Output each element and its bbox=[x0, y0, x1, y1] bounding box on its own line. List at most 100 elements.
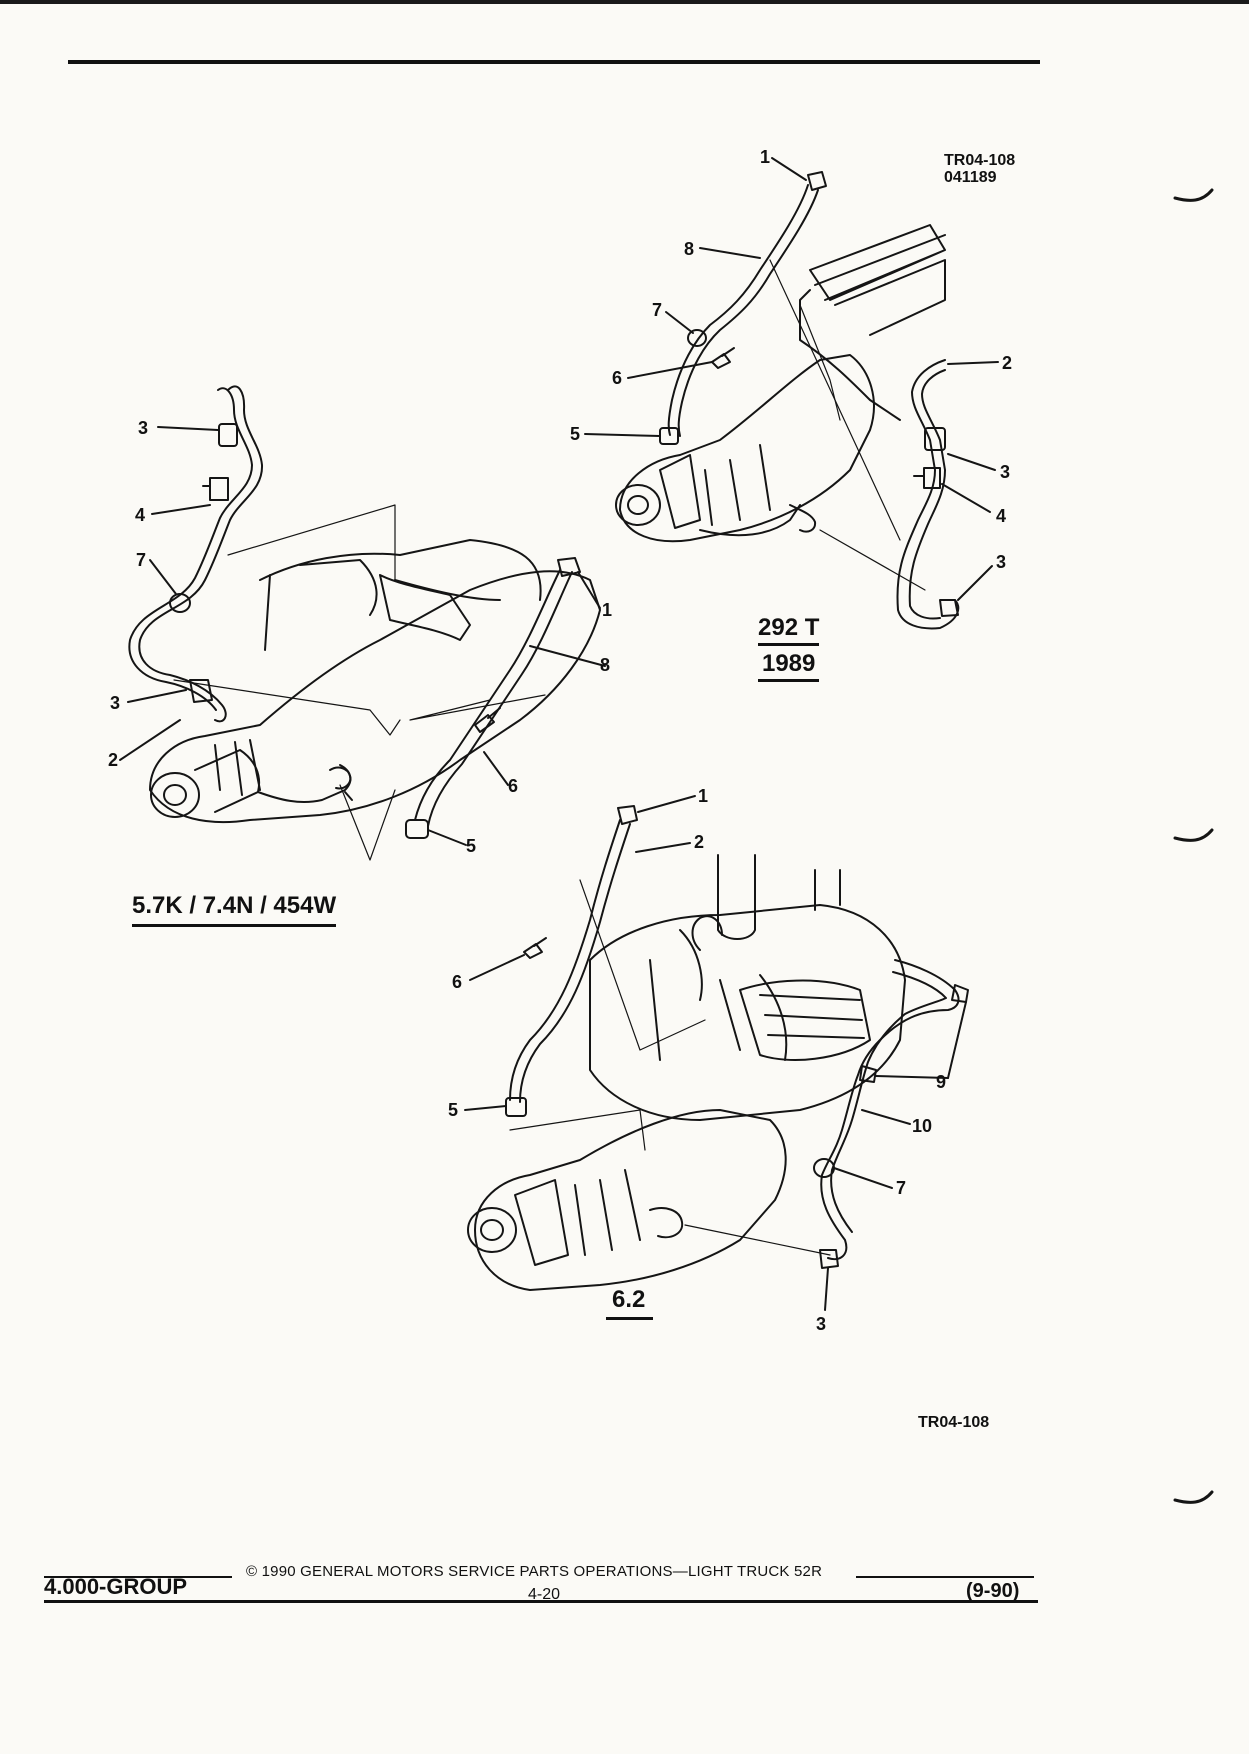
fitting-lower bbox=[329, 766, 352, 790]
cooler-line-right-292-b bbox=[908, 369, 946, 620]
cooler-line-10-62-a bbox=[820, 959, 960, 1260]
cooler-line-left-a bbox=[138, 385, 264, 723]
bolt-6-292 bbox=[711, 347, 735, 369]
callout-292-3b: 3 bbox=[996, 552, 1006, 572]
callout-left-8: 8 bbox=[600, 655, 610, 675]
tail-292 bbox=[615, 484, 661, 526]
callout-left-5: 5 bbox=[466, 836, 476, 856]
model-label-62-text: 6.2 bbox=[612, 1286, 646, 1313]
clip-7 bbox=[169, 593, 191, 613]
intake-pipe bbox=[717, 854, 756, 940]
tail-62 bbox=[467, 1207, 517, 1253]
pan-outline bbox=[257, 764, 352, 803]
callout-62-3: 3 bbox=[816, 1314, 826, 1334]
fitting-3-upper bbox=[218, 423, 238, 447]
diagram-left-art bbox=[119, 385, 606, 861]
valve-cover-292 bbox=[834, 259, 946, 336]
callout-62-1: 1 bbox=[698, 786, 708, 806]
fitting-5-62 bbox=[505, 1097, 527, 1117]
fitting-3-62 bbox=[819, 1249, 839, 1269]
clip-7-62 bbox=[813, 1158, 835, 1178]
trans-ribs-292 bbox=[659, 444, 771, 529]
output-shaft bbox=[163, 784, 187, 806]
valve-cover bbox=[379, 574, 471, 641]
callout-292-8: 8 bbox=[684, 239, 694, 259]
callout-292-2: 2 bbox=[1002, 353, 1012, 373]
callout-292-1: 1 bbox=[760, 147, 770, 167]
footer-group: 4.000-GROUP bbox=[44, 1574, 188, 1599]
bolt-6 bbox=[474, 707, 501, 733]
footer-rule-right bbox=[856, 1576, 1034, 1578]
callout-292-6: 6 bbox=[612, 368, 622, 388]
fitting-1-292 bbox=[807, 171, 827, 191]
fitting-3-292-lower bbox=[939, 599, 959, 617]
drawing-code-date: 041189 bbox=[944, 169, 997, 186]
fitting-trans-62 bbox=[649, 1207, 684, 1239]
footer-page-number: 4-20 bbox=[528, 1586, 561, 1603]
callout-292-3a: 3 bbox=[1000, 462, 1010, 482]
extension-ribs bbox=[194, 739, 261, 813]
cooler-line-2-62-a bbox=[509, 819, 621, 1101]
callout-62-2: 2 bbox=[694, 832, 704, 852]
drawing-code-bottom: TR04-108 bbox=[918, 1414, 990, 1431]
scan-top-edge bbox=[0, 0, 1249, 4]
transmission-body bbox=[149, 570, 601, 824]
header-rule bbox=[68, 60, 1040, 64]
binding-mark bbox=[1173, 1490, 1214, 1504]
fitting-5 bbox=[405, 819, 429, 839]
callout-left-4: 4 bbox=[135, 505, 145, 525]
model-label-underline bbox=[132, 924, 337, 927]
model-label-292t-line1: 292 T bbox=[758, 614, 820, 641]
tail-housing bbox=[150, 772, 200, 818]
footer-date: (9-90) bbox=[966, 1580, 1020, 1602]
engine-side bbox=[799, 289, 901, 421]
engine-62 bbox=[589, 904, 906, 1121]
fitting-3-lower bbox=[189, 679, 213, 703]
diagram-292t-art bbox=[584, 157, 999, 630]
fitting-1 bbox=[557, 557, 581, 577]
callout-left-1: 1 bbox=[602, 600, 612, 620]
fitting-4-292 bbox=[913, 467, 941, 489]
injection-lines bbox=[759, 994, 865, 1039]
cooler-line-8-292-a bbox=[667, 184, 809, 436]
callout-292-5: 5 bbox=[570, 424, 580, 444]
model-label-left-text: 5.7K / 7.4N / 454W bbox=[132, 892, 337, 919]
model-label-292t-line2: 1989 bbox=[761, 650, 816, 677]
fitting-1-62 bbox=[617, 805, 638, 825]
engine-block-top bbox=[809, 224, 946, 301]
fitting-trans-292 bbox=[789, 504, 817, 533]
bolt-6-62 bbox=[523, 937, 547, 959]
cooler-line-left-b bbox=[128, 387, 253, 711]
engine-block bbox=[259, 539, 542, 651]
binding-mark bbox=[1173, 188, 1214, 202]
clip-9-lower bbox=[859, 1065, 877, 1083]
callout-left-3a: 3 bbox=[138, 418, 148, 438]
cooler-line-8-b bbox=[427, 571, 573, 827]
callout-62-5: 5 bbox=[448, 1100, 458, 1120]
callout-292-4: 4 bbox=[996, 506, 1006, 526]
callout-292-7: 7 bbox=[652, 300, 662, 320]
cooler-line-8-a bbox=[414, 569, 561, 821]
callout-left-7: 7 bbox=[136, 550, 146, 570]
callout-left-2: 2 bbox=[108, 750, 118, 770]
callout-left-6: 6 bbox=[508, 776, 518, 796]
footer-rule-left bbox=[44, 1576, 232, 1578]
binding-mark bbox=[1173, 828, 1214, 842]
clip-9-upper bbox=[951, 984, 969, 1003]
transmission-62 bbox=[474, 1109, 787, 1291]
transmission-292 bbox=[619, 354, 875, 543]
model-label-292t: 292 T 1989 bbox=[758, 614, 820, 682]
callout-62-10: 10 bbox=[912, 1116, 932, 1136]
cooler-line-right-292-a bbox=[896, 359, 960, 630]
callout-left-3b: 3 bbox=[110, 693, 120, 713]
footer-copyright: © 1990 GENERAL MOTORS SERVICE PARTS OPER… bbox=[246, 1563, 823, 1580]
cooler-line-2-62-b bbox=[519, 823, 631, 1103]
model-label-62: 6.2 bbox=[606, 1286, 654, 1320]
clip-7-292 bbox=[687, 329, 707, 347]
callout-62-7: 7 bbox=[896, 1178, 906, 1198]
injection-pump bbox=[739, 979, 871, 1061]
trans-ribs-62 bbox=[514, 1169, 641, 1266]
cooler-line-10-62-b bbox=[830, 971, 947, 1233]
drawing-code-line: TR04-108 bbox=[944, 152, 1016, 169]
